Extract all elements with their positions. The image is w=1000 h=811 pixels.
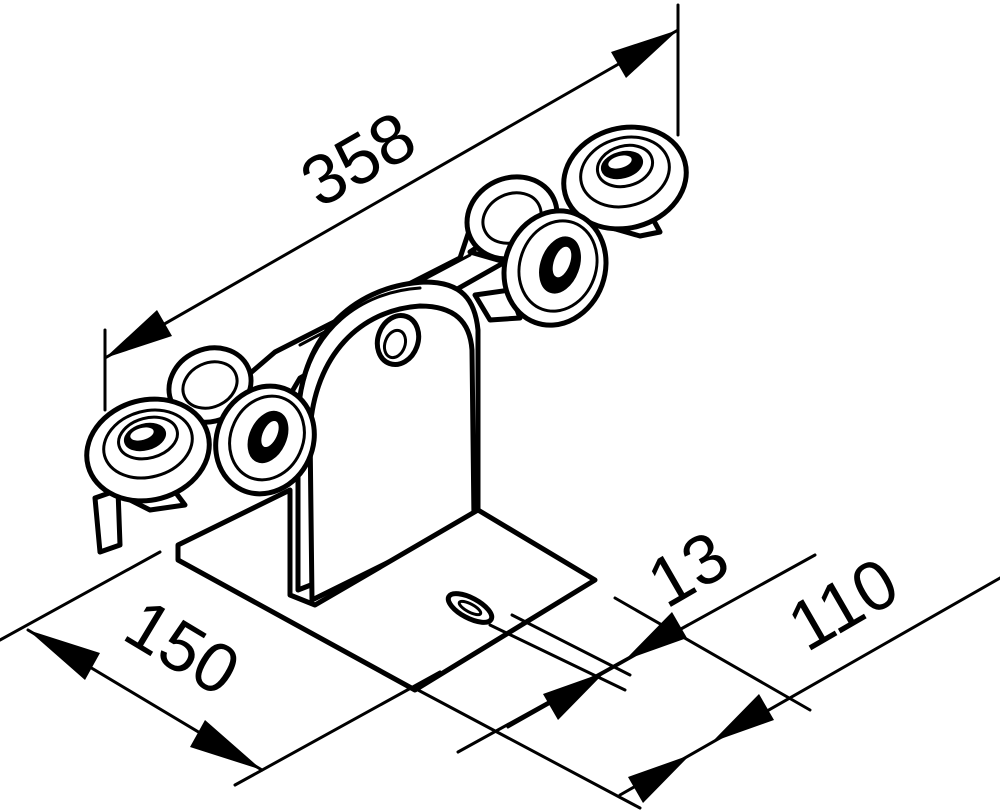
top-right-roller [561,124,689,239]
length-arrowhead-left [105,310,172,358]
width-arrowhead-left [28,630,100,680]
width-extension-line-right [233,670,442,787]
hole-offset-arrowhead-lower [543,672,605,720]
front-right-roller [472,208,609,328]
top-left-roller [84,396,212,513]
plate-depth-extension-line-upper [613,596,812,712]
hole-offset-extension-line-2 [488,623,627,692]
plate-depth-dimension-label: 110 [775,543,911,666]
hole-offset-dimension-label: 13 [635,516,741,622]
length-dimension-line [103,28,680,360]
front-left-roller [213,383,317,497]
carriage-left-stub [92,487,123,555]
width-arrowhead-right [190,720,262,770]
base-plate [175,487,598,693]
vertical-mount-plate [295,279,481,603]
length-arrowhead-right [611,30,678,78]
plate-depth-arrowhead-upper [712,694,774,742]
plate-depth-extension-line-lower [416,688,642,810]
hole-offset-arrowhead-upper [625,612,687,660]
plate-depth-arrowhead-lower [628,755,690,803]
width-extension-line-left [0,550,162,642]
length-dimension-label: 358 [288,96,428,222]
hole-offset-extension-line-3 [510,613,632,677]
